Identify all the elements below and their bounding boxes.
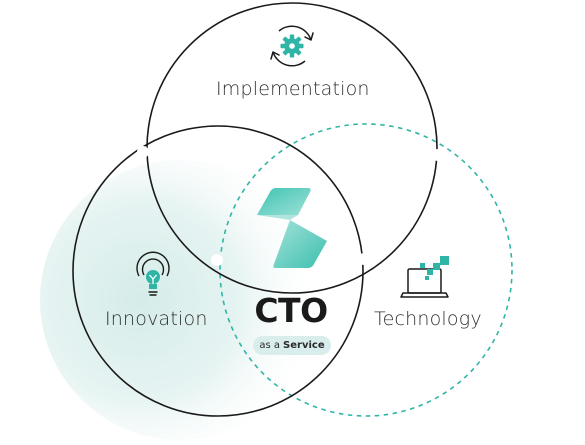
innovation-circle xyxy=(72,125,364,417)
lightbulb-icon xyxy=(136,251,170,296)
service-badge: as a Service xyxy=(253,336,331,355)
technology-label: Technology xyxy=(374,308,482,330)
technology-circle xyxy=(219,123,513,417)
gear-cycle-icon xyxy=(270,25,314,67)
service-badge-prefix: as a xyxy=(259,339,281,351)
s-logo-icon xyxy=(257,188,327,268)
implementation-label: Implementation xyxy=(216,78,370,100)
cto-title: CTO xyxy=(254,291,328,330)
laptop-icon xyxy=(400,256,449,298)
innovation-label: Innovation xyxy=(105,308,208,330)
service-badge-strong: Service xyxy=(283,339,325,351)
innovation-circle-fill xyxy=(40,160,320,440)
